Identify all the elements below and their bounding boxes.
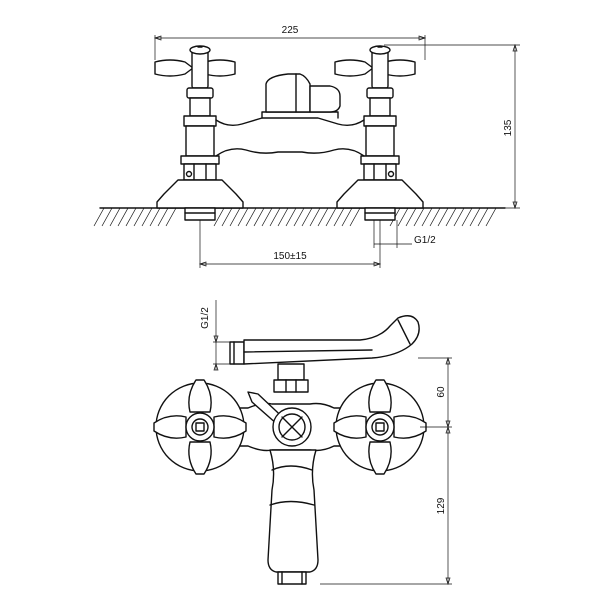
hatch-line [293,207,305,227]
hatch-line [285,207,297,227]
hatch-line [469,207,481,227]
hatch-line [133,207,145,227]
hatch-line [445,207,457,227]
hatch-line [141,207,153,227]
plan-view: G1/2 60 129 [153,300,452,586]
hatch-line [101,207,113,227]
right-valve-assembly [334,45,424,221]
hatch-line [397,207,409,227]
left-valve-assembly [154,45,244,221]
hatch-line [349,207,361,227]
wall-hatching [93,207,506,227]
plan-body [211,391,373,585]
hatch-line [125,207,137,227]
hatch-line [477,207,489,227]
centers-label: 150±15 [273,251,307,262]
hatch-line [485,207,497,227]
hatch-line [149,207,161,227]
thread-bottom-label: G1/2 [200,307,211,329]
hatch-line [333,207,345,227]
left-cross-handle [153,379,247,475]
hatch-line [213,207,225,227]
hatch-line [93,207,105,227]
hatch-line [341,207,353,227]
body-height-label: 129 [436,497,447,514]
hatch-line [453,207,465,227]
thread-top-label: G1/2 [414,235,436,246]
front-dimensions: 225 135 150±15 G1/2 [153,25,520,268]
spout-assembly [229,315,420,393]
hatch-line [405,207,417,227]
hatch-line [221,207,233,227]
overall-width-label: 225 [282,25,299,36]
hatch-line [413,207,425,227]
overall-height-label: 135 [503,119,514,136]
front-body-bridge [215,73,365,157]
hatch-line [117,207,129,227]
hatch-line [301,207,313,227]
hatch-line [277,207,289,227]
hatch-line [261,207,273,227]
right-cross-handle [333,379,427,475]
hatch-line [429,207,441,227]
hatch-line [325,207,337,227]
hatch-line [317,207,329,227]
hatch-line [437,207,449,227]
hatch-line [237,207,249,227]
spout-height-label: 60 [436,386,447,398]
hatch-line [157,207,169,227]
front-elevation-view: 225 135 150±15 G1/2 [93,25,520,268]
hatch-line [245,207,257,227]
hatch-line [229,207,241,227]
hatch-line [165,207,177,227]
hatch-line [253,207,265,227]
plan-dimensions: G1/2 60 129 [200,300,452,586]
hatch-line [269,207,281,227]
hatch-line [109,207,121,227]
hatch-line [421,207,433,227]
hatch-line [309,207,321,227]
hatch-line [461,207,473,227]
